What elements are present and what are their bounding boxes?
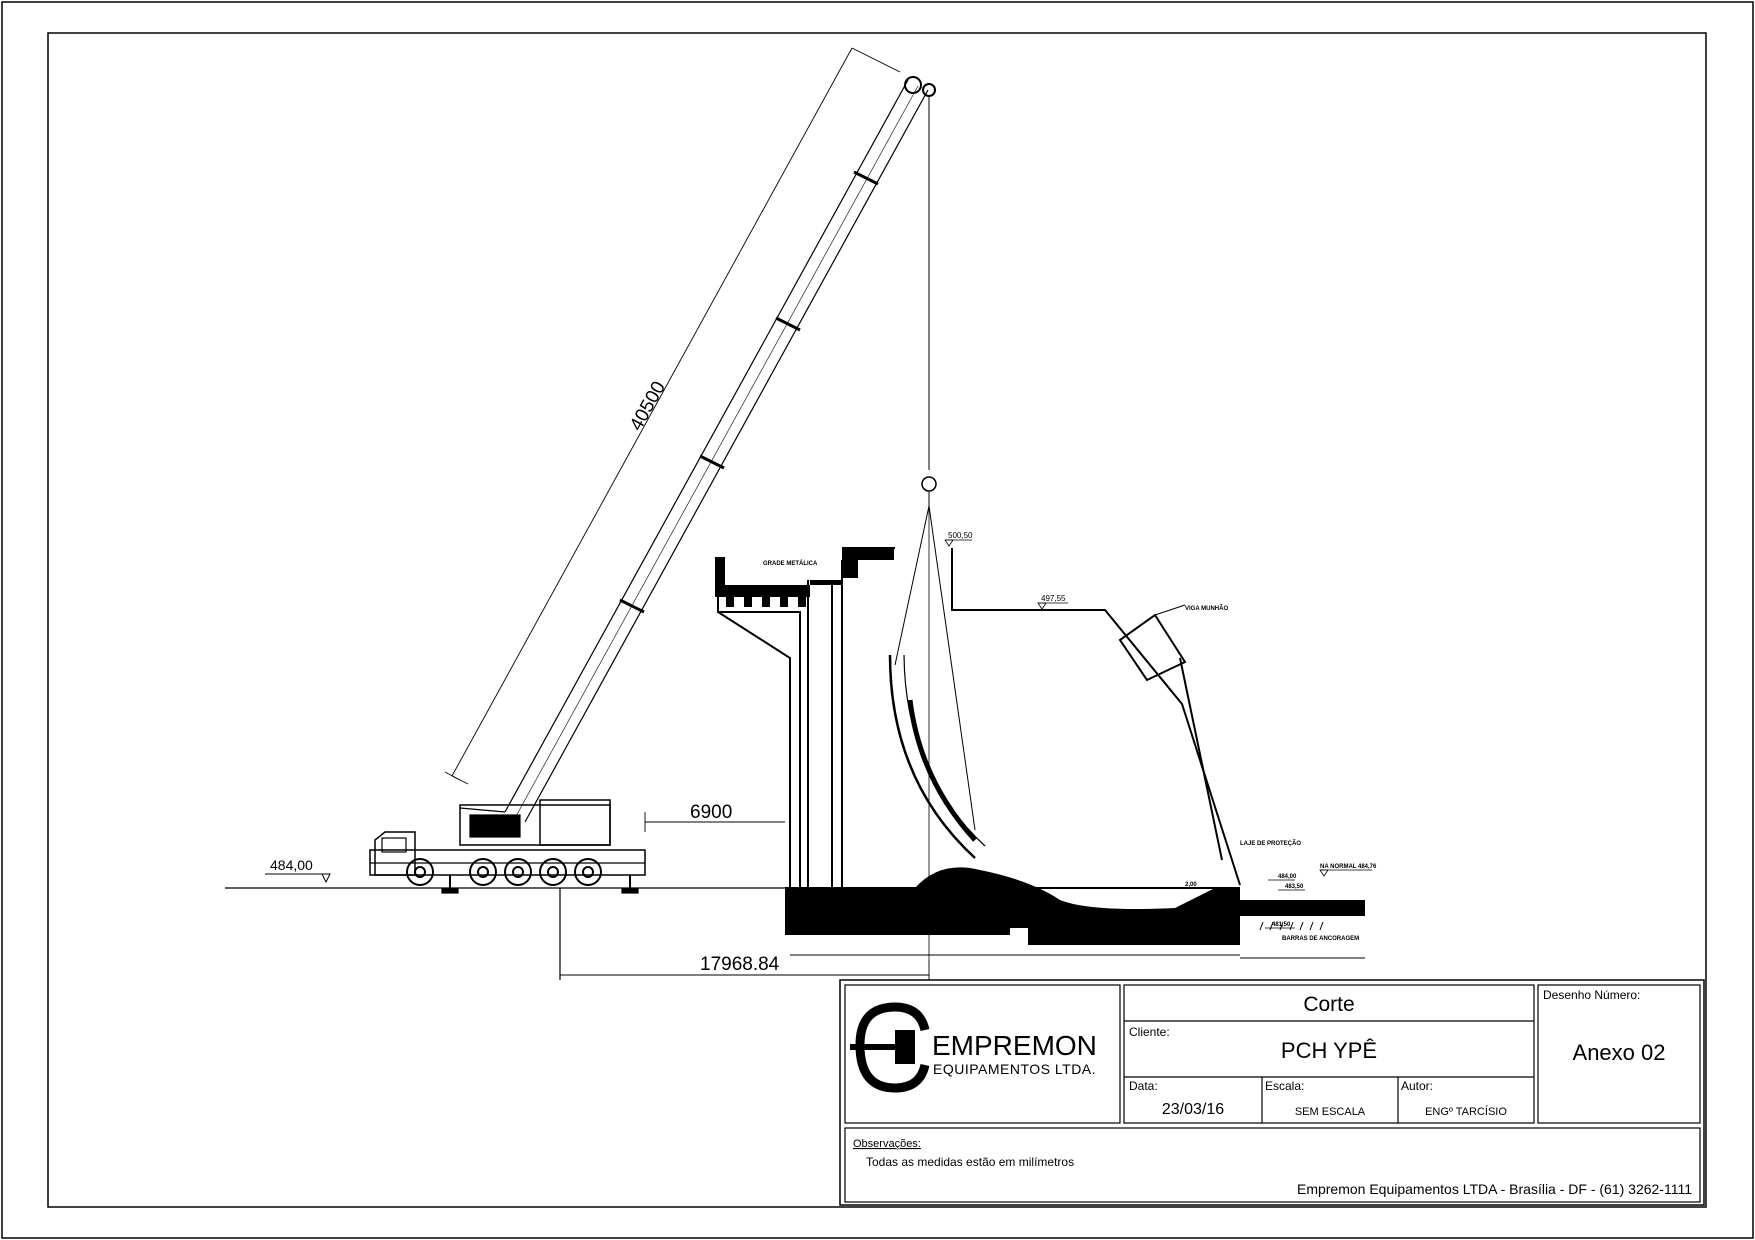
- radius-dimension: [560, 960, 930, 980]
- pier-top: [842, 548, 894, 578]
- lvl-484-text: 484,00: [1278, 874, 1297, 880]
- ground-level-text: 484,00: [270, 857, 313, 873]
- ground-line: [225, 887, 785, 980]
- hoist-rope: [894, 96, 976, 960]
- lvl-481-text: 481,50: [1272, 922, 1291, 928]
- client-value: PCH YPÊ: [1281, 1038, 1377, 1063]
- company-subtitle: EQUIPAMENTOS LTDA.: [933, 1061, 1096, 1077]
- metal-grate: [715, 557, 842, 607]
- na-label: NA NORMAL 484,76: [1320, 864, 1377, 870]
- lvl-200-text: 2,00: [1185, 882, 1197, 888]
- barras-label: BARRAS DE ANCORAGEM: [1282, 936, 1359, 942]
- boom-length-text: 40500: [626, 378, 670, 434]
- laje-label: LAJE DE PROTEÇÃO: [1240, 840, 1301, 847]
- offset-dimension-text: 6900: [690, 802, 732, 823]
- drawing-title: Corte: [1303, 993, 1354, 1016]
- drawing-number-value: Anexo 02: [1573, 1040, 1666, 1065]
- lvl-483-text: 483,50: [1285, 884, 1304, 890]
- dam-structure: [717, 547, 1241, 889]
- viga-label: VIGA MUNHÃO: [1185, 605, 1228, 612]
- level-markers: [944, 539, 1372, 929]
- top-level-text: 500,50: [948, 531, 973, 540]
- crane-wheels: [406, 858, 602, 886]
- drawing-frame: [47, 32, 1707, 1208]
- trunnion-beam: [1118, 604, 1187, 682]
- notes-label: Observações:: [853, 1138, 921, 1150]
- ground-level-marker: 484,00: [265, 857, 331, 884]
- lvl-481b-text: 481,50: [965, 922, 984, 928]
- concrete-base: [785, 867, 1365, 945]
- client-label: Cliente:: [1129, 1025, 1170, 1039]
- notes-text: Todas as medidas estão em milímetros: [866, 1155, 1074, 1169]
- scale-value: SEM ESCALA: [1295, 1106, 1366, 1118]
- company-name: EMPREMON: [932, 1030, 1097, 1061]
- anchor-ticks: [790, 921, 1365, 959]
- author-value: ENGº TARCÍSIO: [1425, 1105, 1507, 1118]
- scale-label: Escala:: [1265, 1079, 1304, 1093]
- date-label: Data:: [1129, 1079, 1158, 1093]
- author-label: Autor:: [1401, 1079, 1433, 1093]
- offset-dimension: [644, 812, 785, 832]
- grade-label: GRADE METÁLICA: [763, 560, 818, 567]
- radial-gate: [888, 654, 986, 859]
- deck-level-text: 497,55: [1041, 594, 1066, 603]
- footer-text: Empremon Equipamentos LTDA - Brasília - …: [1297, 1181, 1692, 1197]
- boom-length-dimension: [444, 47, 901, 785]
- radius-dimension-text: 17968.84: [700, 954, 780, 975]
- empremon-logo: [850, 1002, 930, 1093]
- drawing-number-label: Desenho Número:: [1543, 988, 1640, 1002]
- date-value: 23/03/16: [1162, 1101, 1224, 1118]
- title-block-frame: [839, 979, 1705, 1206]
